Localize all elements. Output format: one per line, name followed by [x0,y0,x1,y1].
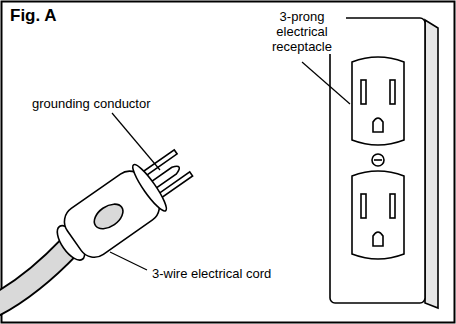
cord-outline [0,246,70,308]
leader-line [112,113,160,170]
callout-label: 3-wire electrical cord [150,266,273,281]
outlet-slot [390,80,395,104]
ground-hole [373,118,383,132]
ground-hole [373,232,383,246]
plug-face [129,161,171,214]
plug-grip [90,199,128,234]
plate-face [330,18,425,303]
outlet-face [352,57,404,145]
plug [48,141,201,271]
plate-side [425,20,438,308]
leader-line [302,62,350,104]
outlet-slot [390,194,395,218]
outlet-face [352,171,404,259]
callout-label: grounding conductor [30,96,153,111]
leader-line [110,252,147,270]
figure-title: Fig. A [10,6,57,26]
screw-slot [374,159,382,161]
plate-screw [372,154,384,166]
outlet-slot [361,194,366,218]
outlet-slot [361,80,366,104]
callout-label: 3-prong electrical receptacle [258,9,346,54]
receptacle-plate [330,18,438,308]
cord-fill [0,246,70,308]
